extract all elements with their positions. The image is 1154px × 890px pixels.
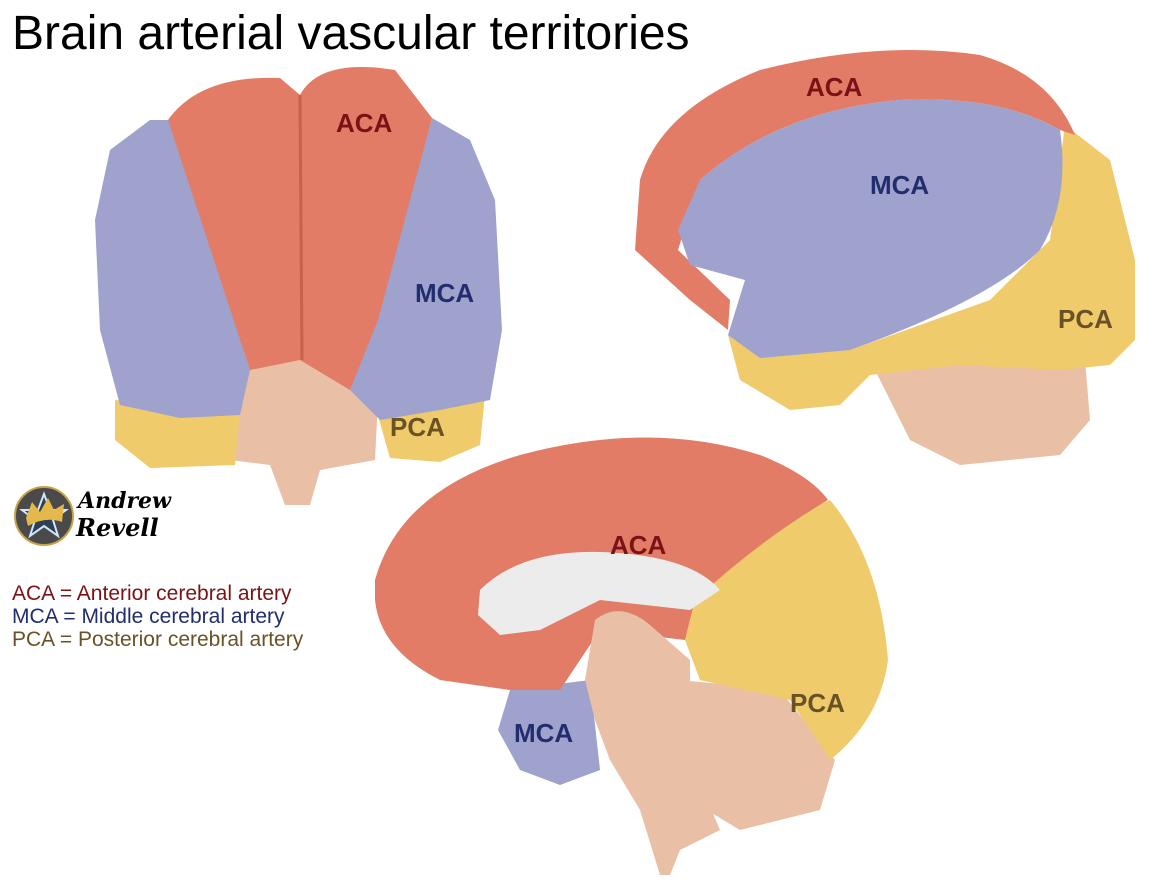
medial-mca-label: MCA: [514, 718, 573, 748]
medial-pca: [685, 500, 888, 760]
frontal-pca-left: [115, 400, 240, 468]
lateral-pca: [728, 125, 1135, 410]
medial-cerebellum: [680, 680, 835, 830]
medial-mca: [498, 680, 600, 785]
page-title: Brain arterial vascular territories: [12, 7, 690, 60]
svg-text:Revell: Revell: [75, 513, 159, 542]
frontal-pca-label: PCA: [390, 412, 445, 442]
frontal-brainstem: [230, 360, 380, 505]
legend-item-pca: PCA = Posterior cerebral artery: [12, 628, 304, 651]
lateral-aca: [635, 50, 1075, 330]
legend-item-aca: ACA = Anterior cerebral artery: [12, 582, 292, 605]
legend-item-mca: MCA = Middle cerebral artery: [12, 605, 285, 628]
lateral-aca-label: ACA: [806, 72, 863, 102]
lateral-pca-label: PCA: [1058, 304, 1113, 334]
lateral-mca: [678, 99, 1063, 358]
frontal-mca-right: [350, 118, 502, 420]
medial-aca-label: ACA: [610, 530, 667, 560]
lateral-mca-label: MCA: [870, 170, 929, 200]
crown-star-icon: Andrew Revell: [14, 486, 172, 546]
medial-brainstem: [585, 611, 720, 875]
frontal-mca-left: [95, 120, 250, 418]
legend: ACA = Anterior cerebral artery MCA = Mid…: [12, 582, 303, 651]
medial-pca-label: PCA: [790, 688, 845, 718]
frontal-aca-label: ACA: [336, 108, 393, 138]
medial-corpus-callosum: [478, 551, 720, 635]
andrew-revell-logo: Andrew Revell: [10, 478, 180, 550]
lateral-cerebellum: [870, 360, 1090, 465]
svg-text:Andrew: Andrew: [76, 488, 172, 514]
frontal-mca-label: MCA: [415, 278, 474, 308]
